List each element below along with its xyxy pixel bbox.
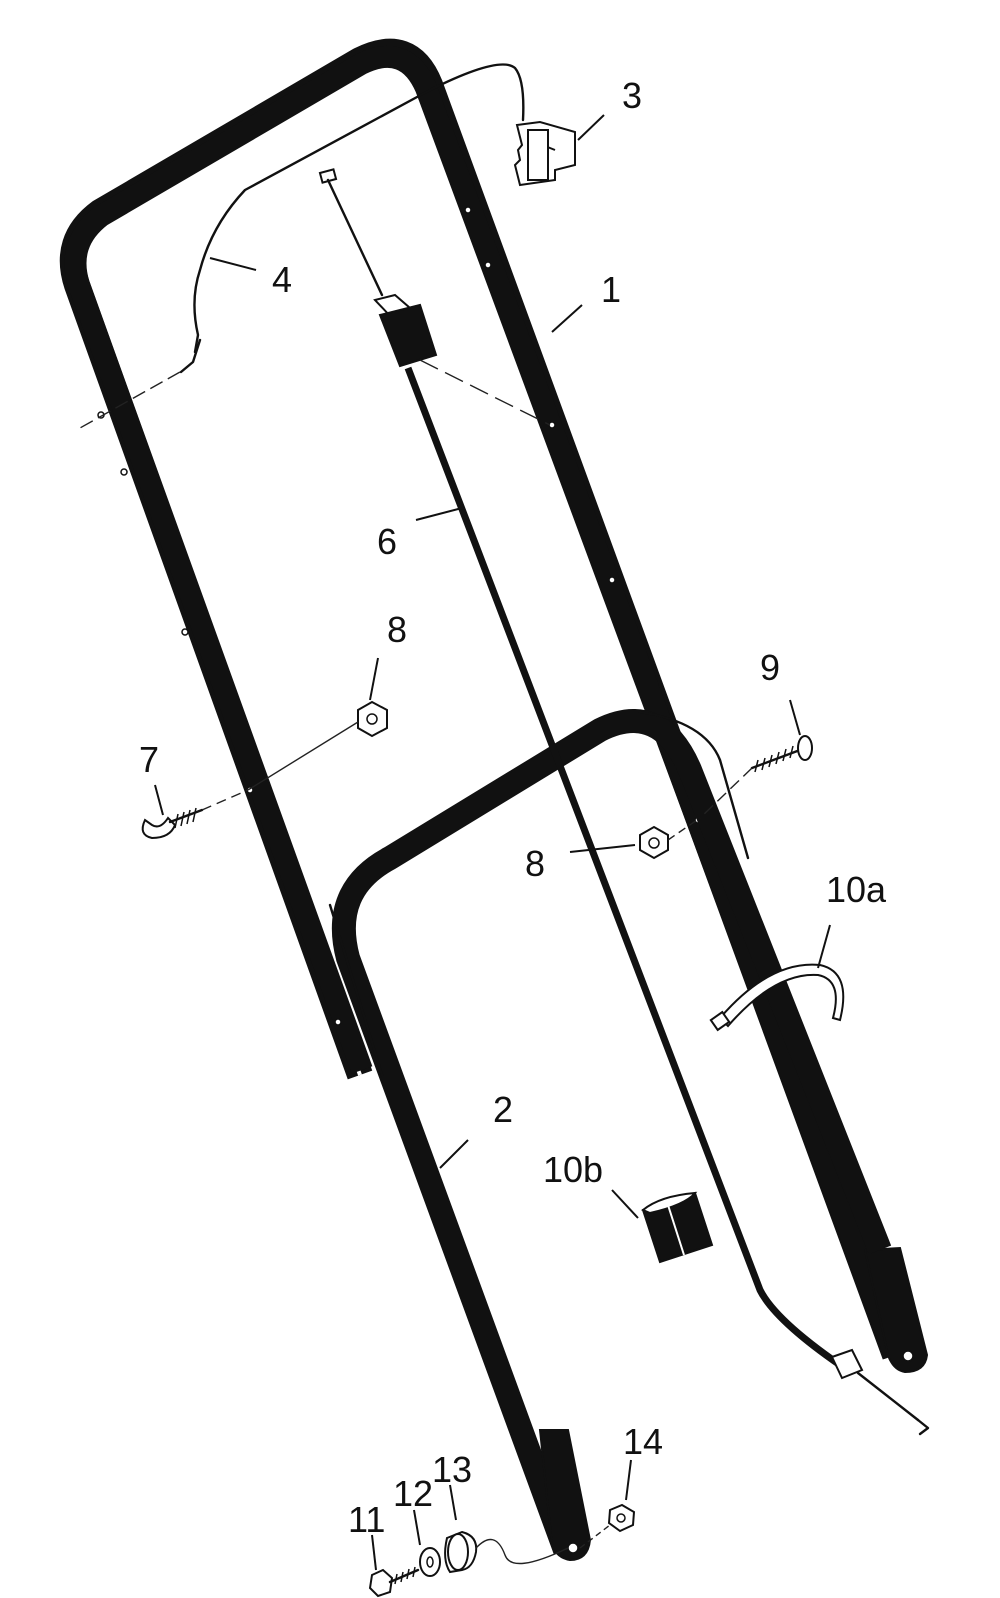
callout-3: 3 [622,75,642,116]
leader-9 [789,699,801,736]
callout-8-lower: 8 [525,843,545,884]
leader-14 [625,1459,632,1501]
carriage-bolt [699,735,813,819]
hex-nut-upper [247,700,388,791]
cable-clip [513,120,576,187]
upper-handle [59,38,929,1374]
leader-7 [154,784,164,816]
callout-labels: 1 2 3 4 6 7 8 8 9 10a 10b 11 12 13 14 [139,75,887,1540]
callout-1: 1 [601,269,621,310]
leader-10b [611,1189,639,1219]
hex-nut-lower [639,817,701,860]
upper-cable [79,63,525,429]
eye-bolt [141,789,249,840]
leader-13 [449,1484,457,1521]
cable-tie [709,963,845,1032]
callout-14: 14 [623,1421,663,1462]
callout-13: 13 [432,1449,472,1490]
callout-12: 12 [393,1473,433,1514]
leader-8a [369,657,379,701]
foam-grip [641,1191,714,1264]
leader-2 [439,1139,469,1169]
leader-3 [577,114,605,141]
control-cable [318,168,930,1436]
callout-4: 4 [272,259,292,300]
callout-8-upper: 8 [387,609,407,650]
leader-lines [154,114,831,1571]
leader-6 [415,507,463,521]
bottom-hardware [368,1503,636,1598]
callout-9: 9 [760,647,780,688]
leader-4 [209,257,257,271]
callout-11: 11 [348,1499,385,1540]
callout-7: 7 [139,739,159,780]
leader-11 [371,1534,377,1571]
lower-handle [328,709,892,1562]
callout-2: 2 [493,1089,513,1130]
leader-8b [569,844,636,853]
callout-10b: 10b [543,1149,603,1190]
callout-10a: 10a [826,869,887,910]
leader-12 [413,1509,421,1546]
callout-6: 6 [377,521,397,562]
leader-1 [551,304,583,333]
leader-10a [817,924,831,969]
